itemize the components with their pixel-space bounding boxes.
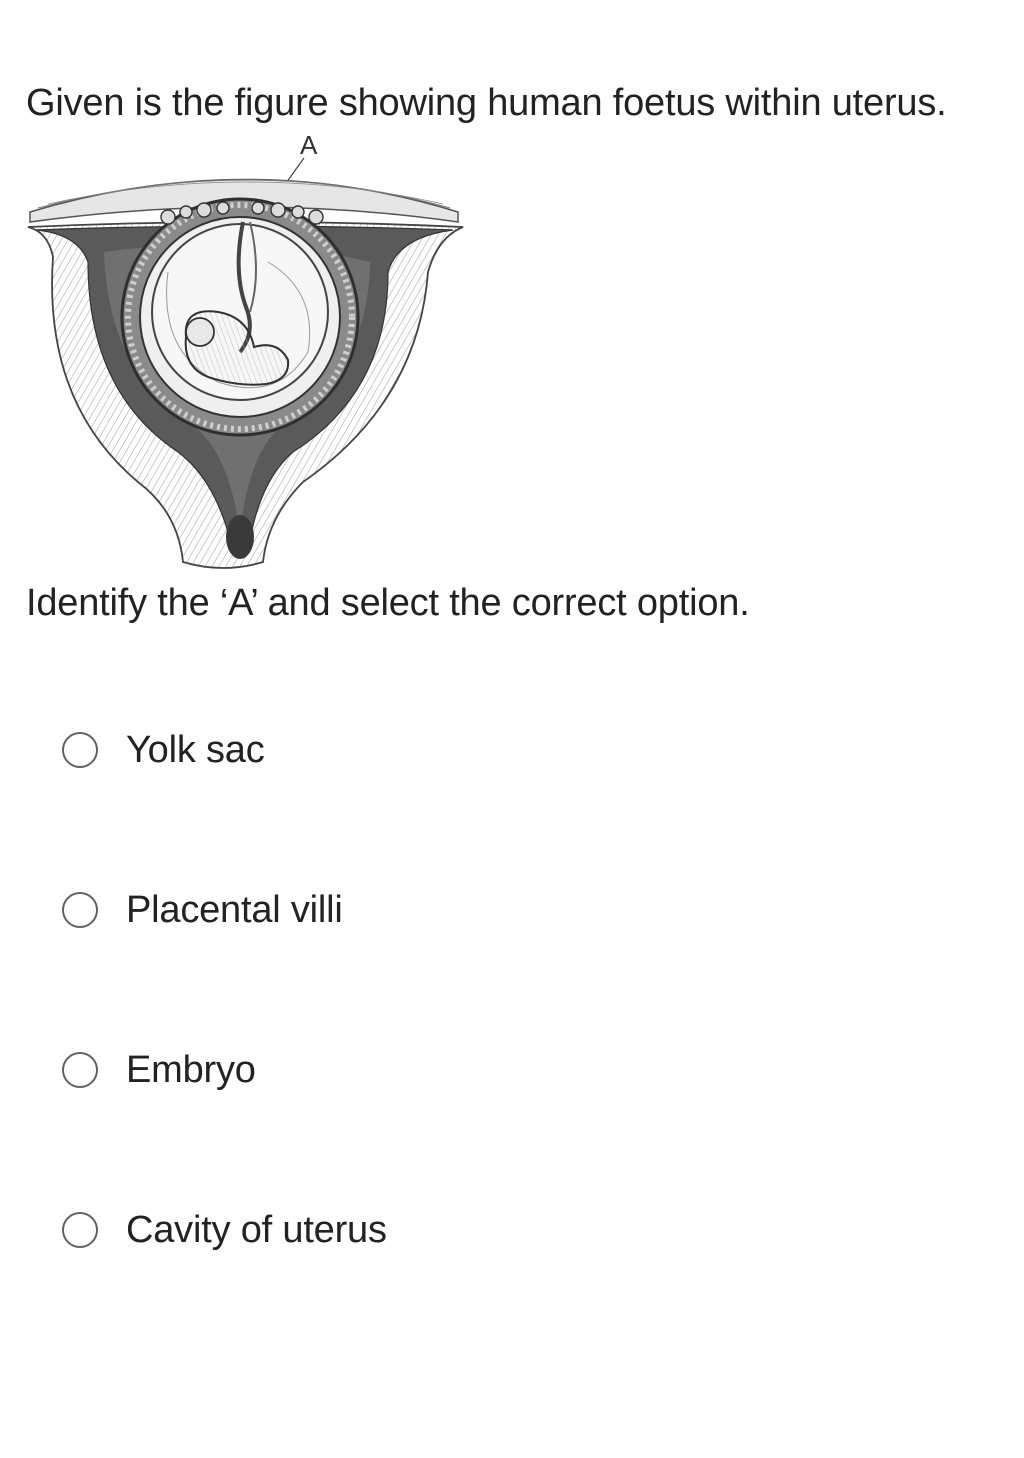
option-label: Placental villi — [126, 889, 343, 931]
option-yolk-sac[interactable]: Yolk sac — [62, 720, 265, 780]
option-label: Yolk sac — [126, 729, 265, 771]
radio-button-icon[interactable] — [62, 732, 98, 768]
radio-button-icon[interactable] — [62, 892, 98, 928]
radio-button-icon[interactable] — [62, 1212, 98, 1248]
option-placental-villi[interactable]: Placental villi — [62, 880, 343, 940]
radio-button-icon[interactable] — [62, 1052, 98, 1088]
option-label: Embryo — [126, 1049, 256, 1091]
option-cavity-of-uterus[interactable]: Cavity of uterus — [62, 1200, 387, 1260]
option-label: Cavity of uterus — [126, 1209, 387, 1251]
instruction-text: Identify the ‘A’ and select the correct … — [26, 582, 750, 624]
option-embryo[interactable]: Embryo — [62, 1040, 256, 1100]
question-text: Given is the figure showing human foetus… — [26, 82, 947, 124]
figure-label-a: A — [300, 130, 318, 160]
uterus-foetus-figure: A — [18, 122, 468, 582]
